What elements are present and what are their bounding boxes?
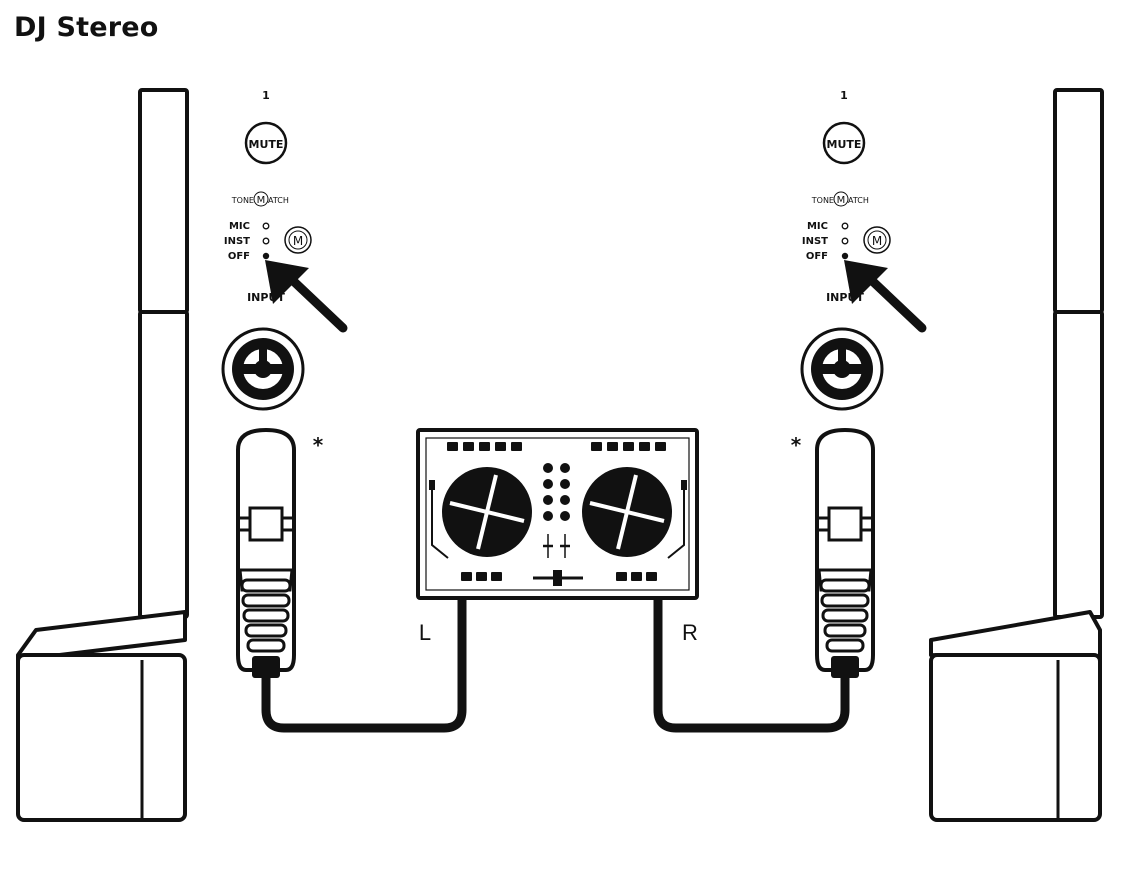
m-select-button[interactable]: M bbox=[284, 226, 312, 254]
page-title: DJ Stereo bbox=[14, 12, 159, 43]
mute-button[interactable]: MUTE bbox=[244, 121, 288, 165]
tonematch-logo: TONE M ATCH bbox=[231, 191, 289, 207]
mode-led-mic bbox=[262, 222, 270, 230]
mode-label-off: OFF bbox=[228, 251, 250, 262]
svg-text:M: M bbox=[257, 195, 266, 206]
note-marker: * bbox=[313, 433, 324, 457]
right-xlr-connector-icon bbox=[815, 428, 875, 680]
mode-led-off bbox=[841, 252, 849, 260]
mode-label-mic: MIC bbox=[229, 221, 250, 232]
right-cable-icon bbox=[653, 598, 850, 733]
m-select-button[interactable]: M bbox=[863, 226, 891, 254]
svg-text:M: M bbox=[293, 234, 303, 248]
pointer-arrow-icon bbox=[265, 260, 343, 328]
channel-number: 1 bbox=[262, 89, 270, 102]
mode-led-mic bbox=[841, 222, 849, 230]
mode-label-inst: INST bbox=[802, 236, 828, 247]
dj-controller-icon bbox=[416, 428, 699, 600]
left-channel-panel: 1 MUTE TONE M ATCH MIC INST OFF M INPUT … bbox=[221, 89, 343, 457]
right-output-label: R bbox=[682, 620, 698, 645]
combo-jack-icon[interactable] bbox=[221, 327, 305, 411]
svg-text:TONE: TONE bbox=[811, 196, 834, 205]
svg-text:ATCH: ATCH bbox=[848, 196, 869, 205]
tonematch-logo: TONE M ATCH bbox=[811, 191, 869, 207]
svg-text:MUTE: MUTE bbox=[249, 138, 284, 151]
mode-led-off bbox=[262, 252, 270, 260]
left-output-label: L bbox=[419, 620, 431, 645]
mode-label-mic: MIC bbox=[807, 221, 828, 232]
mode-label-inst: INST bbox=[224, 236, 250, 247]
svg-text:M: M bbox=[872, 234, 882, 248]
right-speaker-column-icon bbox=[929, 88, 1104, 822]
mode-label-off: OFF bbox=[806, 251, 828, 262]
channel-number: 1 bbox=[840, 89, 848, 102]
right-channel-panel: 1 MUTE TONE M ATCH MIC INST OFF M INPUT … bbox=[791, 89, 922, 457]
note-marker: * bbox=[791, 433, 802, 457]
svg-text:M: M bbox=[837, 195, 846, 206]
mute-button[interactable]: MUTE bbox=[822, 121, 866, 165]
pointer-arrow-icon bbox=[844, 260, 922, 328]
left-cable-icon bbox=[261, 598, 467, 733]
mode-led-inst bbox=[262, 237, 270, 245]
left-xlr-connector-icon bbox=[236, 428, 296, 680]
svg-text:ATCH: ATCH bbox=[268, 196, 289, 205]
mode-led-inst bbox=[841, 237, 849, 245]
combo-jack-icon[interactable] bbox=[800, 327, 884, 411]
svg-text:TONE: TONE bbox=[231, 196, 254, 205]
left-speaker-column-icon bbox=[16, 88, 189, 822]
svg-text:MUTE: MUTE bbox=[827, 138, 862, 151]
